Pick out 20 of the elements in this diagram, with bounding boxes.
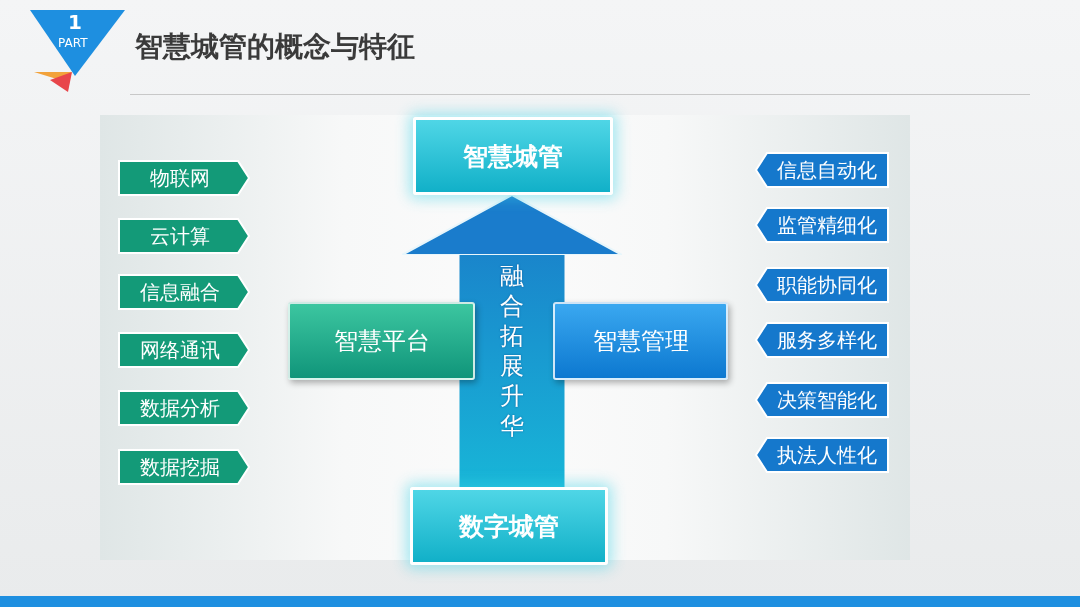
rounded-box: 智慧管理 [553,302,728,380]
glowing-box: 数字城管 [410,487,608,565]
rounded-box: 智慧平台 [288,302,475,380]
tag-label: 职能协同化 [755,267,889,303]
tag-label: 信息融合 [118,274,250,310]
tag-label: 物联网 [118,160,250,196]
slide-title: 智慧城管的概念与特征 [135,29,415,65]
glowing-box: 智慧城管 [413,117,613,195]
tag-label: 云计算 [118,218,250,254]
edge-label: 融合拓展升华 [499,261,525,441]
tag-label: 执法人性化 [755,437,889,473]
tag-label: 信息自动化 [755,152,889,188]
tag-label: 数据挖掘 [118,449,250,485]
tag-label: 服务多样化 [755,322,889,358]
badge-number: 1 [68,10,82,34]
tag-label: 监管精细化 [755,207,889,243]
badge-label: PART [58,36,88,50]
tag-label: 决策智能化 [755,382,889,418]
tag-label: 网络通讯 [118,332,250,368]
tag-label: 数据分析 [118,390,250,426]
